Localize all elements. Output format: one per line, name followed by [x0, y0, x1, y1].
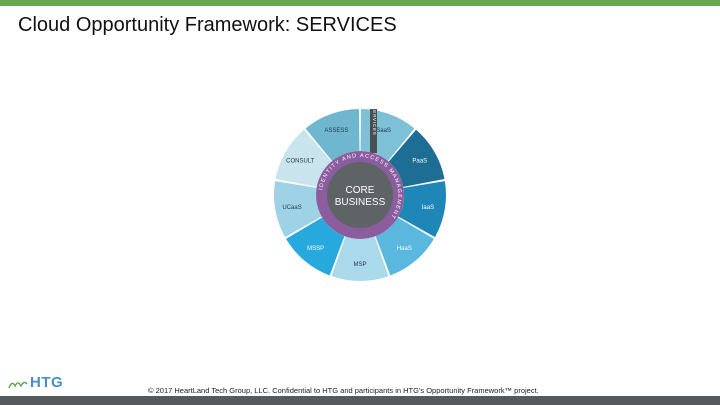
segment-consult	[275, 129, 332, 187]
slide-title: Cloud Opportunity Framework: SERVICES	[18, 14, 397, 36]
services-outer-label: SERVICES	[372, 106, 377, 135]
bottom-bar	[0, 396, 720, 405]
segment-paas	[388, 129, 445, 187]
segment-label-haas: HaaS	[397, 246, 412, 252]
segment-label-paas: PaaS	[412, 159, 427, 165]
segment-assess	[305, 109, 360, 161]
segment-msp	[331, 236, 389, 281]
segment-label-msp: MSP	[353, 262, 366, 268]
segment-haas	[375, 217, 434, 276]
segment-mssp	[286, 217, 345, 276]
segment-ucaas	[274, 181, 322, 238]
service-segments: SaaS PaaS IaaS HaaS MSP MSSP UCaaS CONSULT ASSES…	[274, 109, 446, 281]
segment-label-saas: SaaS	[376, 128, 391, 134]
services-wheel-svg: SaaS PaaS IaaS HaaS MSP MSSP UCaaS CONSULT ASSES…	[274, 106, 446, 281]
segment-label-ucaas: UCaaS	[282, 205, 301, 211]
core-label-line-2: BUSINESS	[335, 197, 386, 208]
core-label-line-1: CORE	[346, 185, 375, 196]
core-business-circle	[327, 162, 393, 228]
segment-label-assess: ASSESS	[324, 128, 348, 134]
htg-logo-mark-icon	[8, 381, 28, 389]
services-label-strip	[370, 109, 377, 153]
segment-label-mssp: MSSP	[307, 246, 324, 252]
htg-logo: HTG	[8, 374, 68, 392]
footer-copyright: © 2017 HeartLand Tech Group, LLC. Confid…	[148, 386, 539, 395]
segment-iaas	[398, 181, 446, 238]
segment-label-consult: CONSULT	[286, 159, 315, 165]
htg-logo-text: HTG	[30, 374, 64, 391]
services-wheel-diagram: SaaS PaaS IaaS HaaS MSP MSSP UCaaS CONSULT ASSES…	[268, 103, 452, 287]
top-accent-bar	[0, 0, 720, 6]
segment-label-iaas: IaaS	[422, 205, 434, 211]
